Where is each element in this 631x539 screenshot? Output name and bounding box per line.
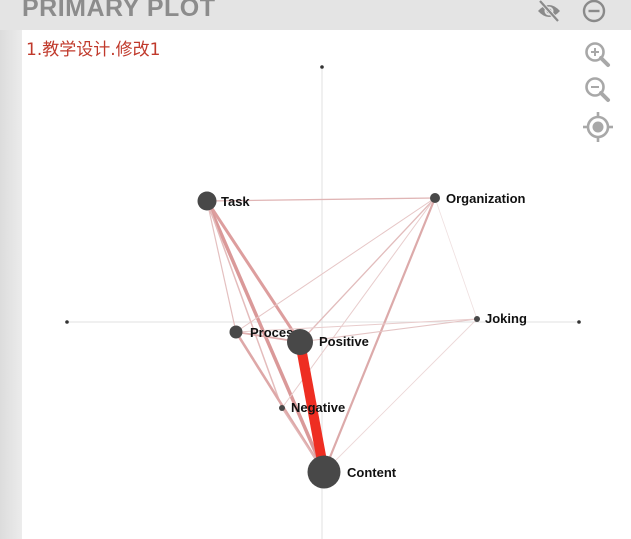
edge: [299, 197, 436, 343]
zoom-in-icon: [585, 42, 610, 67]
edge: [323, 318, 478, 473]
edge: [235, 318, 478, 333]
hide-plot-button[interactable]: [535, 0, 563, 24]
node-positive[interactable]: Positive: [287, 329, 369, 355]
node-label: Negative: [291, 400, 345, 415]
axis-endpoint: [577, 320, 581, 324]
minimize-plot-button[interactable]: [580, 0, 608, 24]
edge: [434, 197, 478, 320]
plot-panel: Task Organization Joking Process Positiv…: [22, 30, 631, 539]
zoom-out-icon: [585, 77, 610, 102]
zoom-in-button[interactable]: [580, 38, 616, 72]
network-plot[interactable]: Task Organization Joking Process Positiv…: [22, 30, 631, 539]
node-organization[interactable]: Organization: [430, 191, 526, 206]
node-label: Task: [221, 194, 250, 209]
panel-header: PRIMARY PLOT: [0, 0, 631, 30]
edge: [206, 200, 283, 409]
axis-endpoint: [320, 65, 324, 69]
node-negative[interactable]: Negative: [279, 400, 345, 415]
left-edge: [0, 30, 22, 539]
node-task[interactable]: Task: [197, 191, 251, 211]
edge: [235, 197, 436, 333]
edge: [295, 341, 329, 473]
edge: [299, 318, 478, 343]
edge: [322, 197, 437, 473]
center-plot-button[interactable]: [580, 110, 616, 144]
edges: [205, 197, 478, 473]
panel-title: PRIMARY PLOT: [22, 0, 216, 22]
node-label: Positive: [319, 334, 369, 349]
edge: [206, 200, 237, 333]
node-process[interactable]: Process: [229, 325, 301, 340]
edge: [205, 200, 302, 343]
edge: [206, 197, 436, 202]
eye-slash-icon: [538, 0, 560, 23]
plot-subtitle: 1.教学设计.修改1: [26, 40, 161, 60]
node-label: Joking: [485, 311, 527, 326]
minus-circle-icon: [582, 0, 606, 23]
node-joking[interactable]: Joking: [474, 311, 527, 326]
node-label: Organization: [446, 191, 526, 206]
node-label: Content: [347, 465, 397, 480]
node-content[interactable]: Content: [307, 455, 397, 489]
axis-endpoint: [65, 320, 69, 324]
crosshair-icon: [583, 112, 613, 142]
zoom-out-button[interactable]: [580, 73, 616, 107]
node-label: Process: [250, 325, 301, 340]
